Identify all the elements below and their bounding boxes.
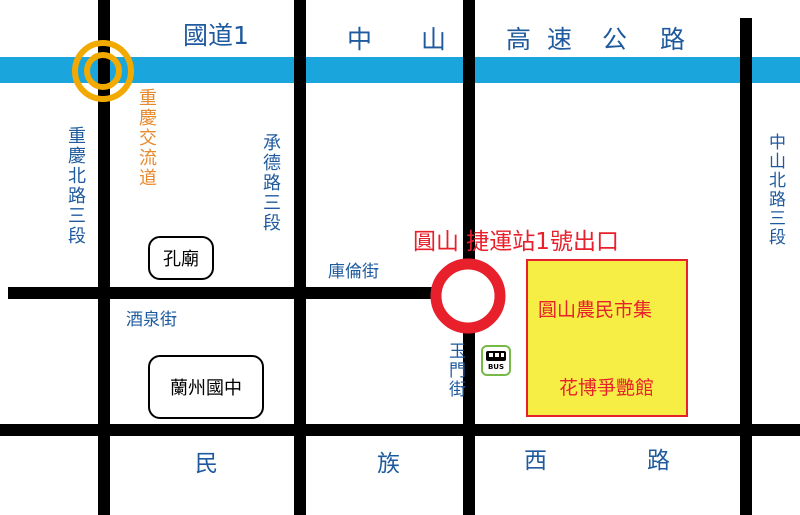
highway-name-char: 中 [347,25,373,54]
chongqing-n-rd-label: 重慶北路三段 [65,126,86,246]
chongqing-n-rd-line [98,0,110,515]
chengde-rd-label: 承德路三段 [260,133,281,233]
mrt-station-icon [430,258,506,334]
kulun-jiuquan-st-line [8,287,470,299]
minzu-w-rd-line [0,424,800,436]
zhongshan-n-rd-line [740,18,752,515]
farmers-market-label: 圓山農民市集 [538,299,653,321]
minzu-w-rd-char: 民 [195,451,218,477]
yumen-st-label: 玉門街 [445,342,465,399]
minzu-w-rd-char: 路 [647,448,670,474]
expo-pavilion-label: 花博爭艷館 [559,377,655,399]
lanzhou-school-box: 蘭州國中 [148,355,264,419]
yumen-st-line [463,0,475,515]
highway-name-char: 高 [506,25,532,54]
confucius-temple-box: 孔廟 [148,236,214,280]
zhongshan-n-rd-label: 中山北路三段 [765,133,785,247]
bus-stop-label: BUS [487,363,505,371]
highway-name-char: 公 [602,25,628,54]
farmers-market-area: 圓山農民市集 花博爭艷館 [526,259,688,417]
bus-stop-icon: BUS [481,345,511,376]
highway-name-char: 山 [421,25,447,54]
minzu-w-rd-char: 族 [377,451,400,477]
highway-number-label: 國道1 [183,21,249,50]
chengde-rd-line [294,0,306,515]
kulun-st-label: 庫倫街 [328,262,379,282]
highway-name-char: 速 [547,25,573,54]
chongqing-interchange-label: 重慶交流道 [136,88,157,188]
minzu-w-rd-char: 西 [524,448,547,474]
mrt-exit-label: 圓山 捷運站1號出口 [413,229,619,255]
highway-name-char: 路 [660,25,686,54]
jiuquan-st-label: 酒泉街 [126,310,177,330]
interchange-icon [72,40,134,102]
